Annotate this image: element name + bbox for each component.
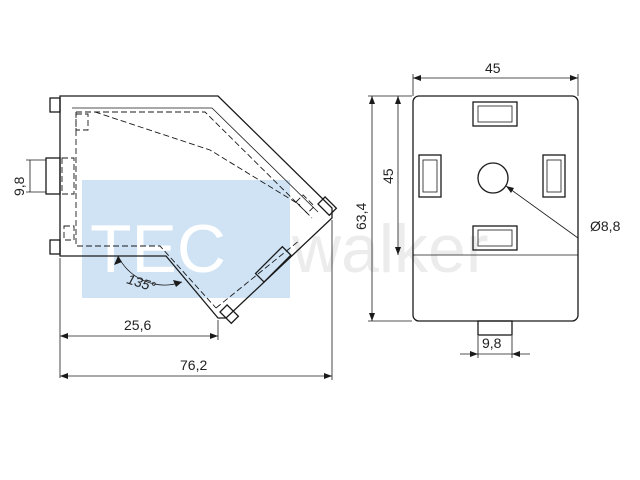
front-view-right-tab-inner bbox=[546, 159, 562, 193]
front-view-bottom-tab bbox=[472, 225, 518, 251]
dim-height-label: 45 bbox=[380, 168, 396, 184]
side-view-hidden-lines bbox=[75, 111, 313, 309]
watermark: TEC walker bbox=[82, 180, 489, 298]
front-view bbox=[412, 95, 579, 336]
front-view-top-tab bbox=[472, 101, 518, 127]
front-view-bottom-protrusion bbox=[477, 320, 513, 336]
side-view-angled-tab bbox=[254, 245, 292, 283]
side-view-hidden-angled-pin bbox=[295, 194, 316, 214]
front-view-body bbox=[412, 95, 579, 322]
watermark-brand-right: walker bbox=[291, 211, 489, 287]
watermark-blue-box bbox=[82, 180, 290, 298]
side-view-bottom-pin bbox=[49, 239, 61, 255]
front-view-bore bbox=[477, 162, 509, 194]
front-view-dimensions: 45 45 63,4 Ø8,8 9,8 bbox=[353, 60, 621, 358]
side-view-top-pin bbox=[49, 97, 61, 113]
dim-width-label: 45 bbox=[485, 60, 501, 76]
side-view-hidden-pin-bottom bbox=[63, 225, 75, 241]
dim-slot-height-label: 9,8 bbox=[11, 176, 27, 196]
side-view-hidden-slot bbox=[61, 157, 75, 195]
front-view-top-tab-inner bbox=[477, 105, 513, 123]
front-view-left-tab-inner bbox=[422, 159, 438, 193]
dim-inner-length-label: 25,6 bbox=[124, 317, 151, 333]
front-view-left-tab bbox=[418, 154, 442, 198]
dim-tab-width-label: 9,8 bbox=[482, 335, 502, 351]
side-view-inner-wall bbox=[72, 107, 319, 213]
side-view-lower-angled-pin bbox=[219, 304, 240, 325]
front-view-bottom-tab-inner bbox=[477, 229, 513, 247]
front-view-right-tab bbox=[542, 154, 566, 198]
dim-bore-diameter-label: Ø8,8 bbox=[590, 218, 621, 234]
watermark-brand-left: TEC bbox=[90, 211, 226, 287]
side-view-upper-angled-pin bbox=[317, 196, 338, 217]
dim-overall-height-label: 63,4 bbox=[353, 203, 369, 230]
dim-overall-length-label: 76,2 bbox=[180, 357, 207, 373]
side-view-hidden-pin-top bbox=[75, 113, 89, 131]
side-view bbox=[45, 95, 338, 325]
side-view-middle-tab bbox=[45, 157, 61, 195]
